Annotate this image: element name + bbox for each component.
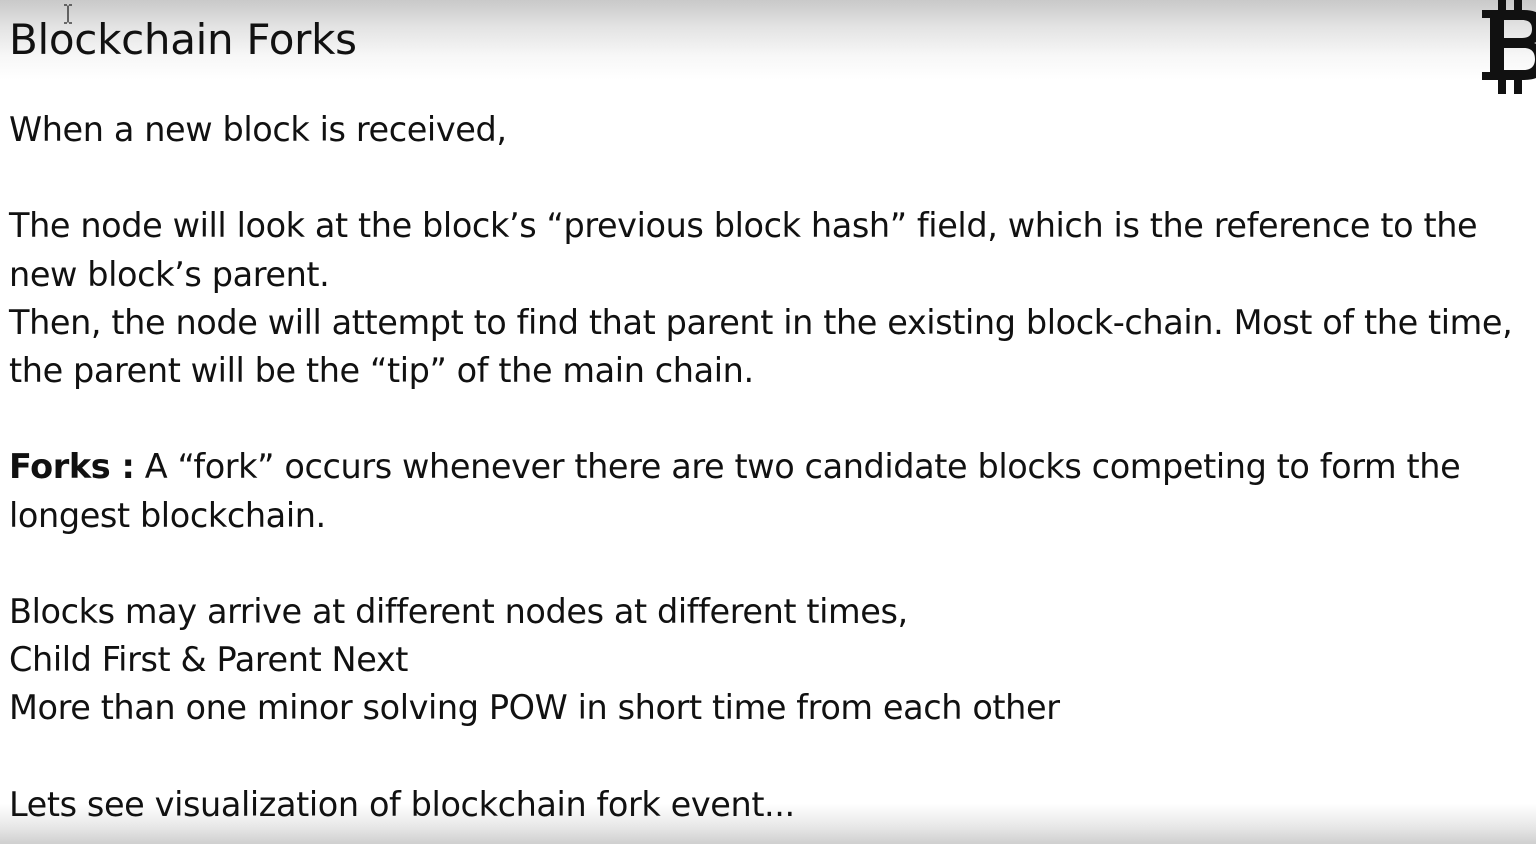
blank-line [9, 154, 1529, 202]
body-line-1: When a new block is received, [9, 110, 507, 149]
blank-line [9, 732, 1529, 780]
body-line-13: More than one minor solving POW in short… [9, 688, 1060, 728]
body-line-3: The node will look at the block’s “previ… [9, 206, 1478, 246]
title-bar-background [0, 0, 1536, 80]
body-line-6: the parent will be the “tip” of the main… [9, 350, 754, 390]
body-line-15: Lets see visualization of blockchain for… [9, 784, 795, 824]
forks-definition-line: Forks : A “fork” occurs whenever there a… [9, 443, 1529, 491]
bottom-shadow [0, 804, 1536, 844]
slide-body: When a new block is received, The node w… [9, 106, 1529, 829]
bitcoin-logo-icon [1482, 0, 1536, 94]
body-line-5: Then, the node will attempt to find that… [9, 302, 1513, 342]
forks-definition: A “fork” occurs whenever there are two c… [134, 447, 1461, 487]
body-line-12: Child First & Parent Next [9, 640, 409, 680]
blank-line [9, 540, 1529, 588]
body-line-11: Blocks may arrive at different nodes at … [9, 591, 908, 631]
slide-title: Blockchain Forks [9, 15, 357, 64]
body-line-4: new block’s parent. [9, 254, 330, 294]
body-line-9: longest blockchain. [9, 495, 326, 535]
blank-line [9, 395, 1529, 443]
text-cursor-icon [64, 4, 72, 24]
forks-term: Forks : [9, 447, 135, 487]
